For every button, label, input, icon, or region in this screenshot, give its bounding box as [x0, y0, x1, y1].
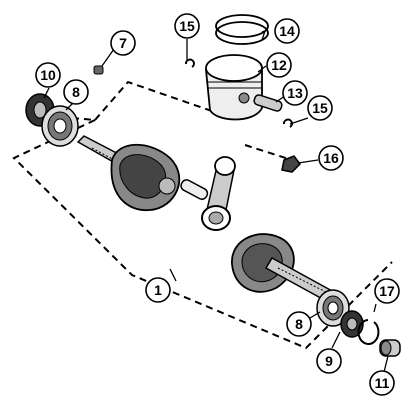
callout-10: 10	[35, 62, 61, 88]
circlip-right	[283, 118, 293, 128]
callout-number: 17	[379, 283, 395, 299]
callout-16: 16	[318, 145, 344, 171]
callout-14: 14	[274, 18, 300, 44]
bearing-left	[41, 105, 79, 147]
callout-number: 1	[154, 282, 162, 298]
oil-seal-right	[340, 310, 364, 338]
callout-15-right: 15	[307, 95, 333, 121]
callout-15-top: 15	[174, 13, 200, 39]
callout-number: 7	[119, 35, 127, 51]
crank-pin	[180, 179, 209, 200]
callout-number: 16	[323, 150, 339, 166]
callout-number: 15	[179, 18, 195, 34]
callout-number: 9	[325, 353, 333, 369]
pin	[93, 65, 104, 75]
crank-left-half	[76, 135, 181, 211]
piston-rings	[215, 14, 269, 45]
callout-13: 13	[282, 80, 308, 106]
needle-bearing	[281, 155, 301, 173]
callout-number: 13	[287, 85, 303, 101]
callout-7: 7	[110, 30, 136, 56]
circlip-top	[185, 58, 195, 68]
callout-17: 17	[374, 278, 400, 304]
callout-9: 9	[316, 348, 342, 374]
connecting-rod	[201, 156, 236, 231]
callout-number: 8	[295, 316, 303, 332]
callout-1: 1	[145, 277, 171, 303]
bearing-right	[316, 289, 350, 327]
callout-8-left: 8	[63, 79, 89, 105]
callout-number: 10	[40, 67, 56, 83]
callout-11: 11	[369, 370, 395, 396]
callout-number: 12	[271, 57, 287, 73]
snap-ring	[357, 319, 380, 345]
callout-number: 8	[72, 84, 80, 100]
callout-12: 12	[266, 52, 292, 78]
callout-number: 14	[279, 23, 295, 39]
bushing	[379, 339, 401, 357]
crank-right-half	[231, 233, 336, 304]
piston-pin	[253, 94, 283, 112]
callout-8-right: 8	[286, 311, 312, 337]
piston	[205, 54, 263, 121]
callout-number: 15	[312, 100, 328, 116]
callout-number: 11	[374, 375, 390, 391]
